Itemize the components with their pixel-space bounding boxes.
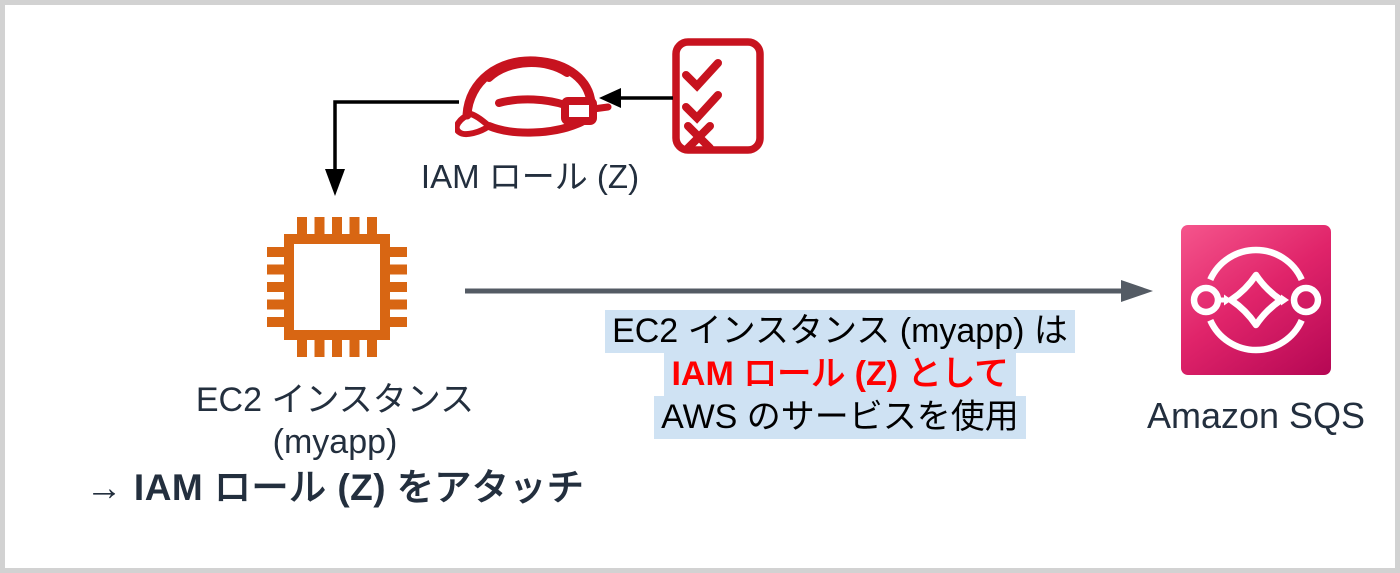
ec2-instance-appname: (myapp) bbox=[272, 423, 398, 461]
request-message-line2: IAM ロール (Z) として bbox=[664, 353, 1016, 396]
ec2-instance-label: EC2 インスタンス (myapp) → IAM ロール (Z) をアタッチ bbox=[45, 379, 625, 509]
iam-role-label: IAM ロール (Z) bbox=[420, 158, 640, 195]
sqs-glyph bbox=[1190, 246, 1322, 354]
request-message-line1: EC2 インスタンス (myapp) は bbox=[605, 310, 1075, 353]
request-message-line3: AWS のサービスを使用 bbox=[654, 396, 1026, 439]
ec2-attach-note: → IAM ロール (Z) をアタッチ bbox=[85, 467, 585, 508]
ec2-instance-name: EC2 インスタンス bbox=[195, 381, 475, 419]
role-attach-arrow bbox=[325, 100, 459, 196]
amazon-sqs-label: Amazon SQS bbox=[1146, 395, 1366, 436]
iam-role-icon bbox=[455, 56, 612, 138]
ec2-instance-icon bbox=[267, 217, 407, 357]
request-message: EC2 インスタンス (myapp) は IAM ロール (Z) として AWS… bbox=[555, 310, 1125, 439]
policy-checklist-icon bbox=[672, 38, 764, 154]
policy-to-role-arrow bbox=[599, 88, 673, 108]
request-arrow bbox=[465, 280, 1153, 302]
amazon-sqs-icon bbox=[1181, 225, 1331, 375]
